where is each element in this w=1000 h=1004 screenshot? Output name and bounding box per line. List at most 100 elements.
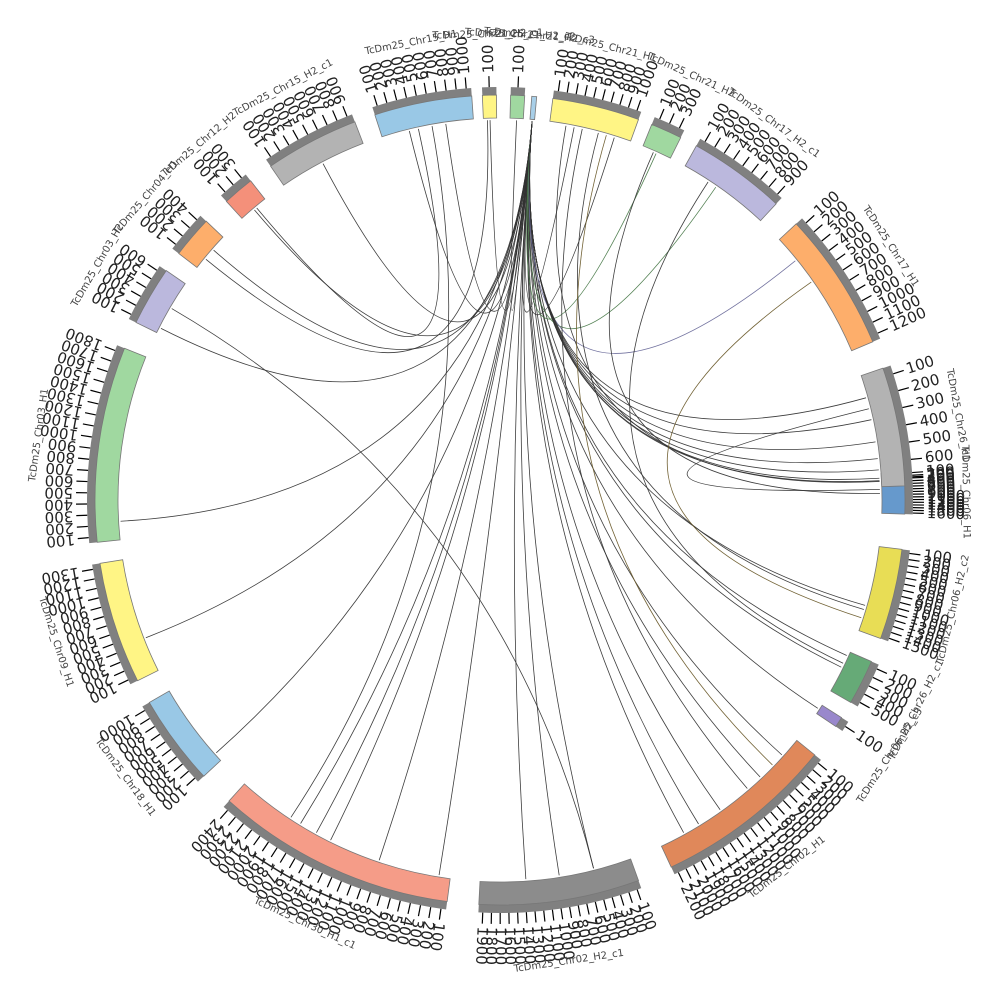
tick-mark — [465, 77, 466, 88]
chromosome-layer: 1002003004005006007008009001000110012001… — [39, 36, 965, 966]
tick-mark — [226, 176, 233, 184]
tick-mark — [79, 447, 90, 448]
link-18 — [301, 121, 533, 823]
tick-mark — [105, 347, 115, 351]
tick-mark — [678, 872, 683, 882]
tick-mark — [903, 590, 914, 592]
tick-mark — [322, 115, 327, 125]
tick-mark — [730, 843, 736, 852]
link-51 — [172, 309, 594, 869]
tick-mark — [743, 157, 749, 166]
tick-mark — [893, 370, 903, 373]
tick-mark — [398, 901, 401, 912]
tick-mark — [181, 220, 189, 227]
tick-mark — [715, 138, 721, 147]
tick-mark — [343, 106, 347, 116]
tick-mark — [424, 83, 426, 94]
tick-mark — [906, 423, 917, 425]
tick-mark — [850, 274, 859, 280]
tick-mark — [85, 413, 96, 415]
tick-mark — [620, 94, 623, 105]
tick-mark — [337, 881, 341, 891]
tick-mark — [814, 225, 822, 232]
tick-mark — [637, 100, 641, 110]
tick-mark — [96, 626, 106, 629]
tick-mark — [705, 132, 710, 142]
tick-mark — [414, 85, 416, 96]
tick-mark — [822, 234, 831, 241]
tick-mark — [829, 244, 838, 251]
link-20 — [146, 121, 532, 637]
tick-mark — [913, 480, 924, 481]
tick-mark — [818, 763, 826, 770]
tick-mark — [299, 863, 304, 873]
label-layer: TcDm25_Chr06_H1TcDm25_Chr06_H2_c2TcDm25_… — [27, 26, 972, 975]
tick-mark — [724, 144, 730, 153]
tick-mark — [603, 89, 606, 100]
tick-mark — [595, 902, 598, 913]
tick-label: 600 — [924, 446, 954, 467]
tick-mark — [758, 823, 765, 832]
tick-mark — [909, 560, 920, 562]
tick-mark — [262, 842, 268, 851]
tick-mark — [434, 81, 436, 92]
tick-mark — [629, 892, 632, 902]
tick-label: 100 — [852, 726, 886, 757]
ideogram-band — [861, 368, 905, 487]
tick-mark — [912, 476, 923, 477]
tick-mark — [694, 865, 699, 875]
tick-mark — [558, 80, 560, 91]
tick-mark — [167, 238, 176, 245]
tick-mark — [174, 229, 182, 236]
tick-mark — [912, 477, 923, 478]
tick-mark — [660, 109, 664, 119]
tick-mark — [567, 82, 569, 93]
tick-mark — [220, 810, 227, 818]
tick-mark — [136, 282, 145, 288]
tick-mark — [912, 472, 923, 473]
tick-mark — [174, 764, 182, 771]
tick-mark — [907, 572, 918, 574]
tick-mark — [761, 171, 768, 180]
tick-mark — [81, 435, 92, 437]
tick-mark — [904, 584, 915, 586]
tick-mark — [88, 598, 99, 601]
tick-mark — [189, 212, 197, 219]
tick-mark — [455, 78, 456, 89]
tick-mark — [289, 858, 294, 868]
tick-mark — [771, 812, 778, 820]
tick-mark — [86, 588, 97, 590]
tick-mark — [280, 853, 286, 862]
tick-mark — [121, 309, 131, 314]
tick-mark — [594, 87, 596, 98]
link-43 — [562, 129, 748, 789]
tick-mark — [576, 83, 578, 94]
tick-mark — [764, 817, 771, 825]
link-16 — [331, 121, 533, 840]
tick-mark — [254, 836, 260, 845]
tick-mark — [88, 401, 99, 404]
tick-mark — [404, 87, 406, 98]
tick-mark — [789, 795, 797, 803]
tick-mark — [670, 113, 675, 123]
tick-mark — [145, 726, 154, 732]
tick-mark — [869, 686, 879, 691]
tick-mark — [873, 317, 883, 322]
tick-mark — [91, 607, 102, 610]
tick-mark — [318, 873, 323, 883]
tick-mark — [237, 824, 244, 833]
tick-mark — [118, 680, 128, 685]
tick-mark — [679, 118, 684, 128]
tick-mark — [83, 424, 94, 426]
tick-mark — [93, 617, 104, 620]
tick-mark — [864, 694, 874, 699]
link-25 — [323, 121, 532, 322]
ideogram-band — [817, 705, 842, 726]
tick-mark — [168, 757, 177, 764]
tick-mark — [897, 615, 908, 618]
tick-mark — [78, 538, 89, 539]
tick-mark — [151, 734, 160, 740]
tick-mark — [900, 602, 911, 605]
link-3 — [529, 121, 846, 655]
